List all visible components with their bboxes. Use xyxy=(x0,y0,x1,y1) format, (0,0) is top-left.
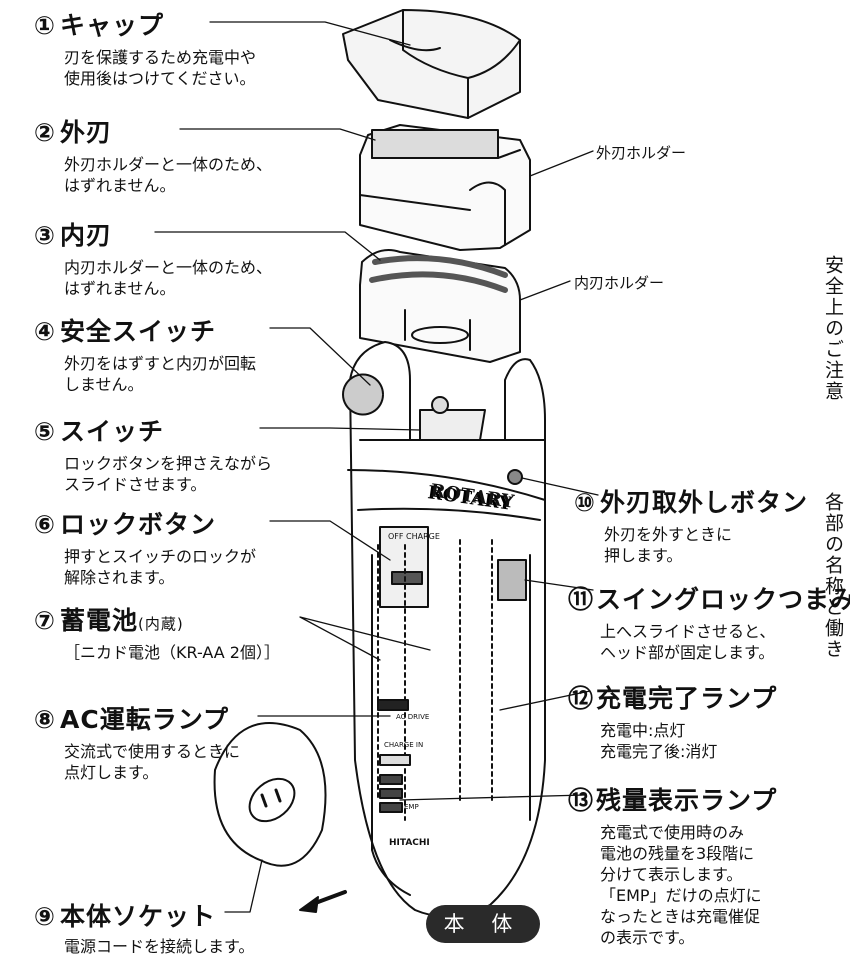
item-desc: 充電中:点灯 xyxy=(600,721,686,740)
item-desc: 「EMP」だけの点灯に xyxy=(600,886,762,905)
item-desc: 交流式で使用するときに xyxy=(64,742,241,761)
item-number: ⑬ xyxy=(567,786,594,815)
item-title: 本体ソケット xyxy=(60,902,217,931)
item-number: ⑦ xyxy=(33,606,57,635)
item-desc: 押します。 xyxy=(604,546,683,565)
ac-drive-label: AC DRIVE xyxy=(396,713,430,721)
item-number: ⑧ xyxy=(33,705,57,734)
item-number: ③ xyxy=(33,221,57,250)
item-desc: 刃を保護するため充電中や xyxy=(64,48,257,67)
item-desc: なったときは充電催促 xyxy=(600,907,761,926)
item-desc: 上へスライドさせると、 xyxy=(600,622,776,641)
item-desc: 内刃ホルダーと一体のため、 xyxy=(64,258,273,277)
item-title: スイッチ xyxy=(60,417,165,446)
item-desc: の表示です。 xyxy=(600,928,695,947)
item-desc: スライドさせます。 xyxy=(64,475,207,494)
off-charge-label: OFF CHARGE xyxy=(388,532,440,541)
section-badge: 本 体 xyxy=(426,905,540,943)
inner-blade-drawing xyxy=(359,249,521,363)
item-desc: 外刃ホルダーと一体のため、 xyxy=(64,155,273,174)
item-charge-complete-lamp: ⑫充電完了ランプ 充電中:点灯充電完了後:消灯 xyxy=(566,679,777,762)
item-desc: 電池の残量を3段階に xyxy=(600,844,755,863)
item-desc: 充電式で使用時のみ xyxy=(600,823,745,842)
item-title: スイングロックつまみ xyxy=(596,585,850,614)
item-desc: 解除されます。 xyxy=(64,568,175,587)
item-number: ⑫ xyxy=(567,684,594,713)
item-desc: 使用後はつけてください。 xyxy=(64,69,256,88)
item-title: 安全スイッチ xyxy=(60,317,217,346)
shaver-body-drawing xyxy=(342,341,546,918)
maker-label: HITACHI xyxy=(389,838,430,848)
item-number: ① xyxy=(33,11,57,40)
item-desc: 外刃をはずすと内刃が回転 xyxy=(64,354,257,373)
item-desc: はずれません。 xyxy=(64,279,176,298)
outer-holder-label: 外刃ホルダー xyxy=(596,144,687,162)
item-desc: ヘッド部が固定します。 xyxy=(600,643,775,662)
item-number: ⑪ xyxy=(567,585,594,614)
item-desc: 押すとスイッチのロックが xyxy=(64,547,257,566)
socket-drawing xyxy=(213,722,347,913)
item-title: 外刃取外しボタン xyxy=(600,488,809,517)
item-number: ④ xyxy=(33,317,57,346)
item-desc: しません。 xyxy=(64,375,144,394)
item-swing-lock: ⑪スイングロックつまみ 上へスライドさせると、ヘッド部が固定します。 xyxy=(566,580,850,663)
item-desc: 点灯します。 xyxy=(64,763,159,782)
item-desc: 電源コードを接続します。 xyxy=(64,937,255,956)
item-desc: 外刃を外すときに xyxy=(604,525,733,544)
item-number: ⑥ xyxy=(33,510,57,539)
item-number: ⑨ xyxy=(33,902,57,931)
item-title-note: (内蔵) xyxy=(138,615,184,633)
side-tab-parts: 各部の名称と働き xyxy=(822,492,844,660)
leader-lines xyxy=(154,21,599,913)
item-title: キャップ xyxy=(60,11,165,40)
item-title: 充電完了ランプ xyxy=(596,684,778,713)
side-tab-safety: 安全上のご注意 xyxy=(822,255,844,402)
inner-holder-label: 内刃ホルダー xyxy=(574,274,665,292)
item-desc: 分けて表示します。 xyxy=(600,865,743,884)
item-number: ⑩ xyxy=(573,488,597,517)
item-desc: ［ニカド電池（KR-AA 2個）］ xyxy=(64,643,280,662)
item-desc: 充電完了後:消灯 xyxy=(600,742,718,761)
item-desc: ロックボタンを押さえながら xyxy=(64,454,273,473)
item-number: ⑤ xyxy=(33,417,57,446)
item-title: 蓄電池 xyxy=(60,606,139,635)
item-desc: はずれません。 xyxy=(64,176,176,195)
item-title: 残量表示ランプ xyxy=(596,786,778,815)
charge-in-label: CHARGE IN xyxy=(384,741,424,749)
cap-drawing xyxy=(342,9,521,119)
emp-label: EMP xyxy=(404,803,419,811)
item-battery-level-lamp: ⑬残量表示ランプ 充電式で使用時のみ 電池の残量を3段階に 分けて表示します。 … xyxy=(566,781,777,948)
item-title: AC運転ランプ xyxy=(60,705,229,734)
outer-blade-drawing xyxy=(359,124,531,251)
item-number: ② xyxy=(33,118,57,147)
item-title: 内刃 xyxy=(60,221,113,250)
item-title: 外刃 xyxy=(60,118,113,147)
item-title: ロックボタン xyxy=(60,510,217,539)
